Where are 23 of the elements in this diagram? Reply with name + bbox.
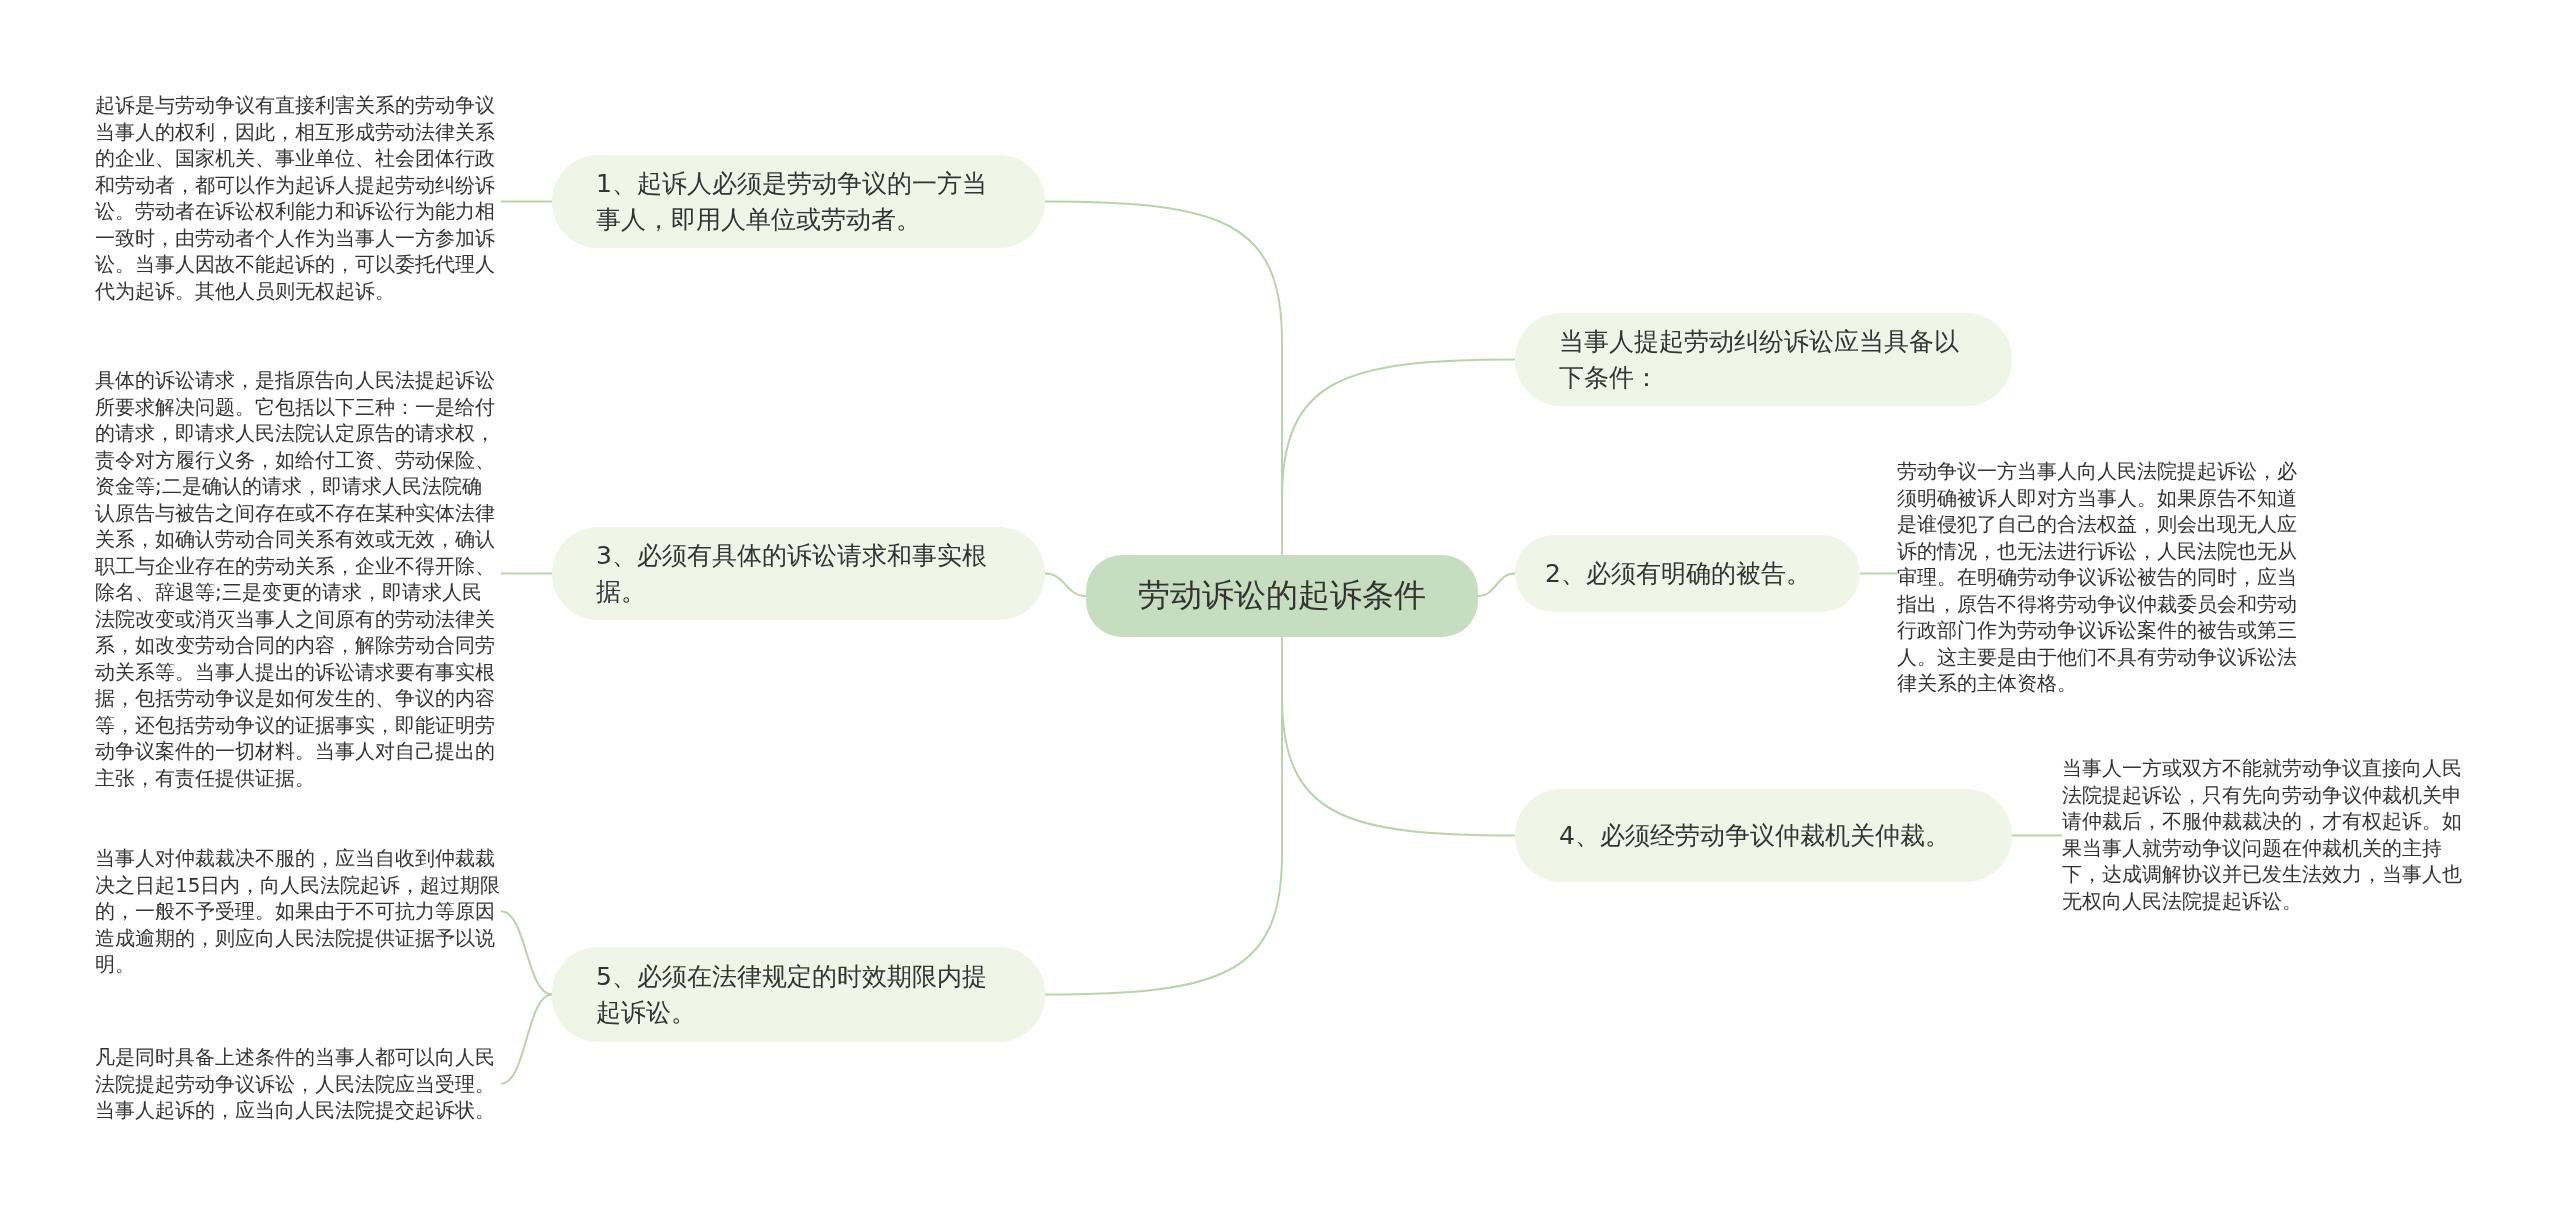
connector-line: [1044, 572, 1087, 597]
detail-text: 起诉是与劳动争议有直接利害关系的劳动争议当事人的权利，因此，相互形成劳动法律关系的企业、国家机关、事业单位、社会团体行政和劳动者，都可以作为起诉人提起劳动纠纷诉讼。劳动者在诉讼权利能力和诉讼行为能力相一致时，由劳动者个人作为当事人一方参加诉讼。当事人因故不能起诉的，可以委托代理人代为起诉。其他人员则无权起诉。: [95, 92, 501, 304]
connector-line: [1859, 572, 1898, 575]
connector-line: [1477, 572, 1516, 597]
topic-text: 2、必须有明确的被告。: [1545, 557, 1811, 590]
connector-line: [1281, 358, 1516, 556]
topic-title: 劳动诉讼的起诉条件: [1138, 575, 1426, 616]
connector-line: [2011, 834, 2063, 837]
detail-text: 具体的诉讼请求，是指原告向人民法提起诉讼所要求解决问题。它包括以下三种：一是给付的请求，即请求人民法院认定原告的请求权，责令对方履行义务，如给付工资、劳动保险、资金等;二是确认的请求，即请求人民法院确认原告与被告之间存在或不存在某种实体法律关系，如确认劳动合同关系有效或无效，确认职工与企业存在的劳动关系，企业不得开除、除名、辞退等;三是变更的请求，即请求人民法院改变或消灭当事人之间原有的劳动法律关系，如改变劳动合同的内容，解除劳动合同劳动关系等。当事人提出的诉讼请求要有事实根据，包括劳动争议是如何发生的、争议的内容等，还包括劳动争议的证据事实，即能证明劳动争议案件的一切材料。当事人对自己提出的主张，有责任提供证据。: [95, 367, 501, 791]
connector-line: [500, 910, 553, 996]
detail-text: 劳动争议一方当事人向人民法院提起诉讼，必须明确被诉人即对方当事人。如果原告不知道是谁侵犯了自己的合法权益，则会出现无人应诉的情况，也无法进行诉讼，人民法院也无从审理。在明确劳动争议诉讼被告的同时，应当指出，原告不得将劳动争议仲裁委员会和劳动行政部门作为劳动争议诉讼案件的被告或第三人。这主要是由于他们不具有劳动争议诉讼法律关系的主体资格。: [1897, 458, 2303, 697]
topic-text: 5、必须在法律规定的时效期限内提起诉讼。: [596, 960, 988, 1029]
topic-text: 当事人提起劳动纠纷诉讼应当具备以下条件：: [1559, 325, 1960, 394]
detail-text: 当事人一方或双方不能就劳动争议直接向人民法院提起诉讼，只有先向劳动争议仲裁机关申请仲裁后，不服仲裁裁决的，才有权起诉。如果当事人就劳动争议问题在仲裁机关的主持下，达成调解协议并已发生法效力，当事人也无权向人民法院提起诉讼。: [2062, 755, 2468, 914]
detail-text: 凡是同时具备上述条件的当事人都可以向人民法院提起劳动争议诉讼，人民法院应当受理。当事人起诉的，应当向人民法院提交起诉状。: [95, 1044, 501, 1124]
central-topic: [1086, 555, 1478, 637]
connector-line: [500, 200, 553, 203]
topic-text: 3、必须有具体的诉讼请求和事实根据。: [596, 539, 988, 608]
detail-text: 当事人对仲裁裁决不服的，应当自收到仲裁裁决之日起15日内，向人民法院起诉，超过期限的，一般不予受理。如果由于不可抗力等原因造成逾期的，则应向人民法院提供证据予以说明。: [95, 845, 501, 978]
topic-text: 1、起诉人必须是劳动争议的一方当事人，即用人单位或劳动者。: [596, 167, 988, 236]
topic-text: 4、必须经劳动争议仲裁机关仲裁。: [1559, 819, 1950, 852]
connector-line: [500, 993, 553, 1085]
connector-line: [500, 572, 553, 575]
